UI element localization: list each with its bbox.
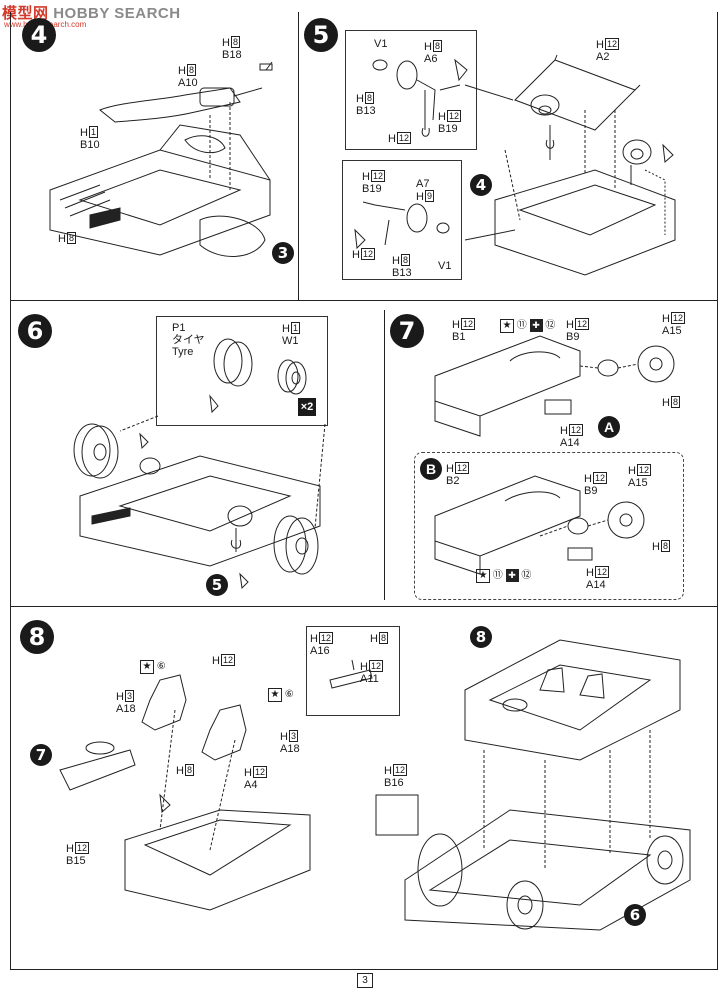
step-5-ref-4: 4: [470, 174, 492, 196]
step-4-diagram: [49, 61, 273, 257]
divider-middle: [10, 606, 718, 607]
part-v1-label-upper: V1: [374, 38, 388, 50]
frame-left: [10, 12, 11, 970]
divider-left-middle: [384, 310, 385, 600]
divider-top: [10, 300, 718, 301]
step-8-ref-7: 7: [30, 744, 52, 766]
quantity-x2-badge: ×2: [298, 398, 316, 416]
step-6-number: 6: [18, 314, 52, 348]
mix-paint-icon-b: ✚: [505, 569, 519, 582]
star-paint-icon-seat: ★: [140, 660, 154, 674]
step-8-ref-6: 6: [624, 904, 646, 926]
step-8-pedal-callout: [306, 626, 400, 716]
step-8-ref-8: 8: [470, 626, 492, 648]
step-5-callout-upper: [345, 30, 477, 150]
paint-callout-11-12-b: ★ ⑪ ✚ ⑫: [476, 566, 531, 583]
step-6-tyre-callout: [156, 316, 328, 426]
star-paint-icon: ★: [500, 319, 514, 333]
frame-right: [717, 12, 718, 970]
star-paint-icon-seat-b: ★: [268, 688, 282, 702]
part-v1-label-lower: V1: [438, 260, 452, 272]
step-6-diagram: [73, 338, 326, 590]
step-7-number: 7: [390, 314, 424, 348]
mix-paint-icon: ✚: [529, 319, 543, 332]
step-6-ref-5: 5: [206, 574, 228, 596]
tyre-p1-label: P1 タイヤ Tyre: [172, 322, 205, 358]
step-5-diagram: [354, 54, 676, 276]
step-8-diagram: [59, 639, 691, 931]
step-5-number: 5: [304, 18, 338, 52]
page-number: 3: [357, 973, 373, 988]
star-paint-icon-b: ★: [476, 569, 490, 583]
divider-left-top: [298, 12, 299, 300]
step-7-variant-b-box: [414, 452, 684, 600]
step-4-number: 4: [22, 18, 56, 52]
variant-b-marker: B: [420, 458, 442, 480]
step-5-callout-lower: [342, 160, 462, 280]
step-4-ref-3: 3: [272, 242, 294, 264]
paint-callout-11-12: ★ ⑪ ✚ ⑫: [500, 316, 555, 333]
step-7-diagram: [434, 335, 675, 575]
seat-paint-6-b: ★ ⑥: [268, 688, 294, 702]
step-8-number: 8: [20, 620, 54, 654]
seat-paint-6: ★ ⑥: [140, 660, 166, 674]
frame-bottom: [10, 969, 718, 970]
variant-a-marker: A: [598, 416, 620, 438]
